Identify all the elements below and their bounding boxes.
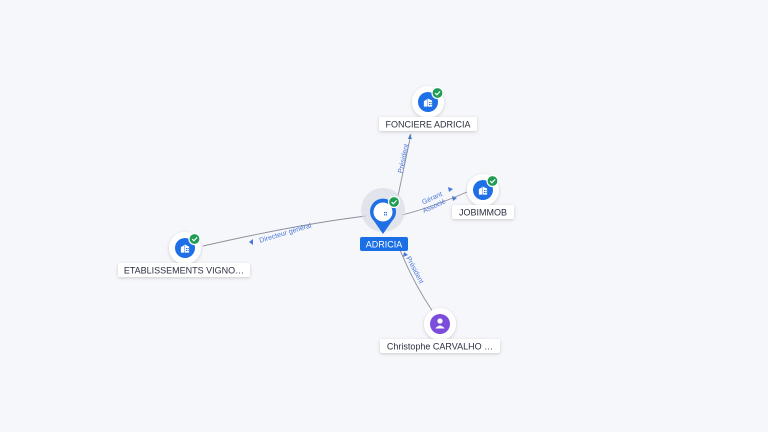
edge-arrow-christophe	[403, 252, 408, 257]
center-label-badge	[360, 237, 408, 251]
node-jobimmob-label-box	[452, 205, 514, 219]
person-icon	[435, 318, 445, 329]
node-christophe-label: Christophe CARVALHO …	[387, 342, 493, 352]
node-christophe-label-box	[380, 339, 500, 353]
edge-arrow-etablissements	[249, 239, 253, 245]
center-node[interactable]: ADRICIA	[360, 188, 408, 251]
node-fonciere-label: FONCIERE ADRICIA	[385, 120, 470, 130]
edge-arrow-fonciere	[408, 134, 412, 139]
edge-arrow-jobimmob	[448, 187, 453, 192]
verified-check-icon	[188, 232, 201, 246]
node-fonciere-label-box	[379, 117, 477, 131]
verified-check-icon	[486, 174, 499, 188]
edge-christophe[interactable]: Président	[399, 249, 434, 313]
edge-arrow-jobimmob-2	[452, 196, 457, 201]
node-christophe-disc	[430, 314, 450, 334]
center-node-label: ADRICIA	[366, 240, 403, 250]
node-etablissements-label-box	[118, 263, 250, 277]
node-jobimmob[interactable]: JOBIMMOB	[452, 174, 514, 219]
edge-label-etablissements: Directeur général	[259, 222, 313, 244]
node-christophe[interactable]: Christophe CARVALHO …	[380, 308, 500, 353]
node-etablissements[interactable]: ETABLISSEMENTS VIGNO…	[118, 232, 250, 277]
edges-layer: Président Gérant Associé Directeur génér…	[202, 133, 468, 313]
node-etablissements-label: ETABLISSEMENTS VIGNO…	[124, 266, 244, 276]
node-fonciere[interactable]: FONCIERE ADRICIA	[379, 86, 477, 131]
edge-etablissements[interactable]: Directeur général	[202, 215, 367, 247]
edge-fonciere[interactable]: Président	[398, 133, 412, 197]
verified-check-icon	[387, 195, 401, 209]
edge-label-fonciere: Président	[398, 143, 411, 174]
node-jobimmob-label: JOBIMMOB	[459, 208, 507, 218]
verified-check-icon	[431, 86, 444, 100]
